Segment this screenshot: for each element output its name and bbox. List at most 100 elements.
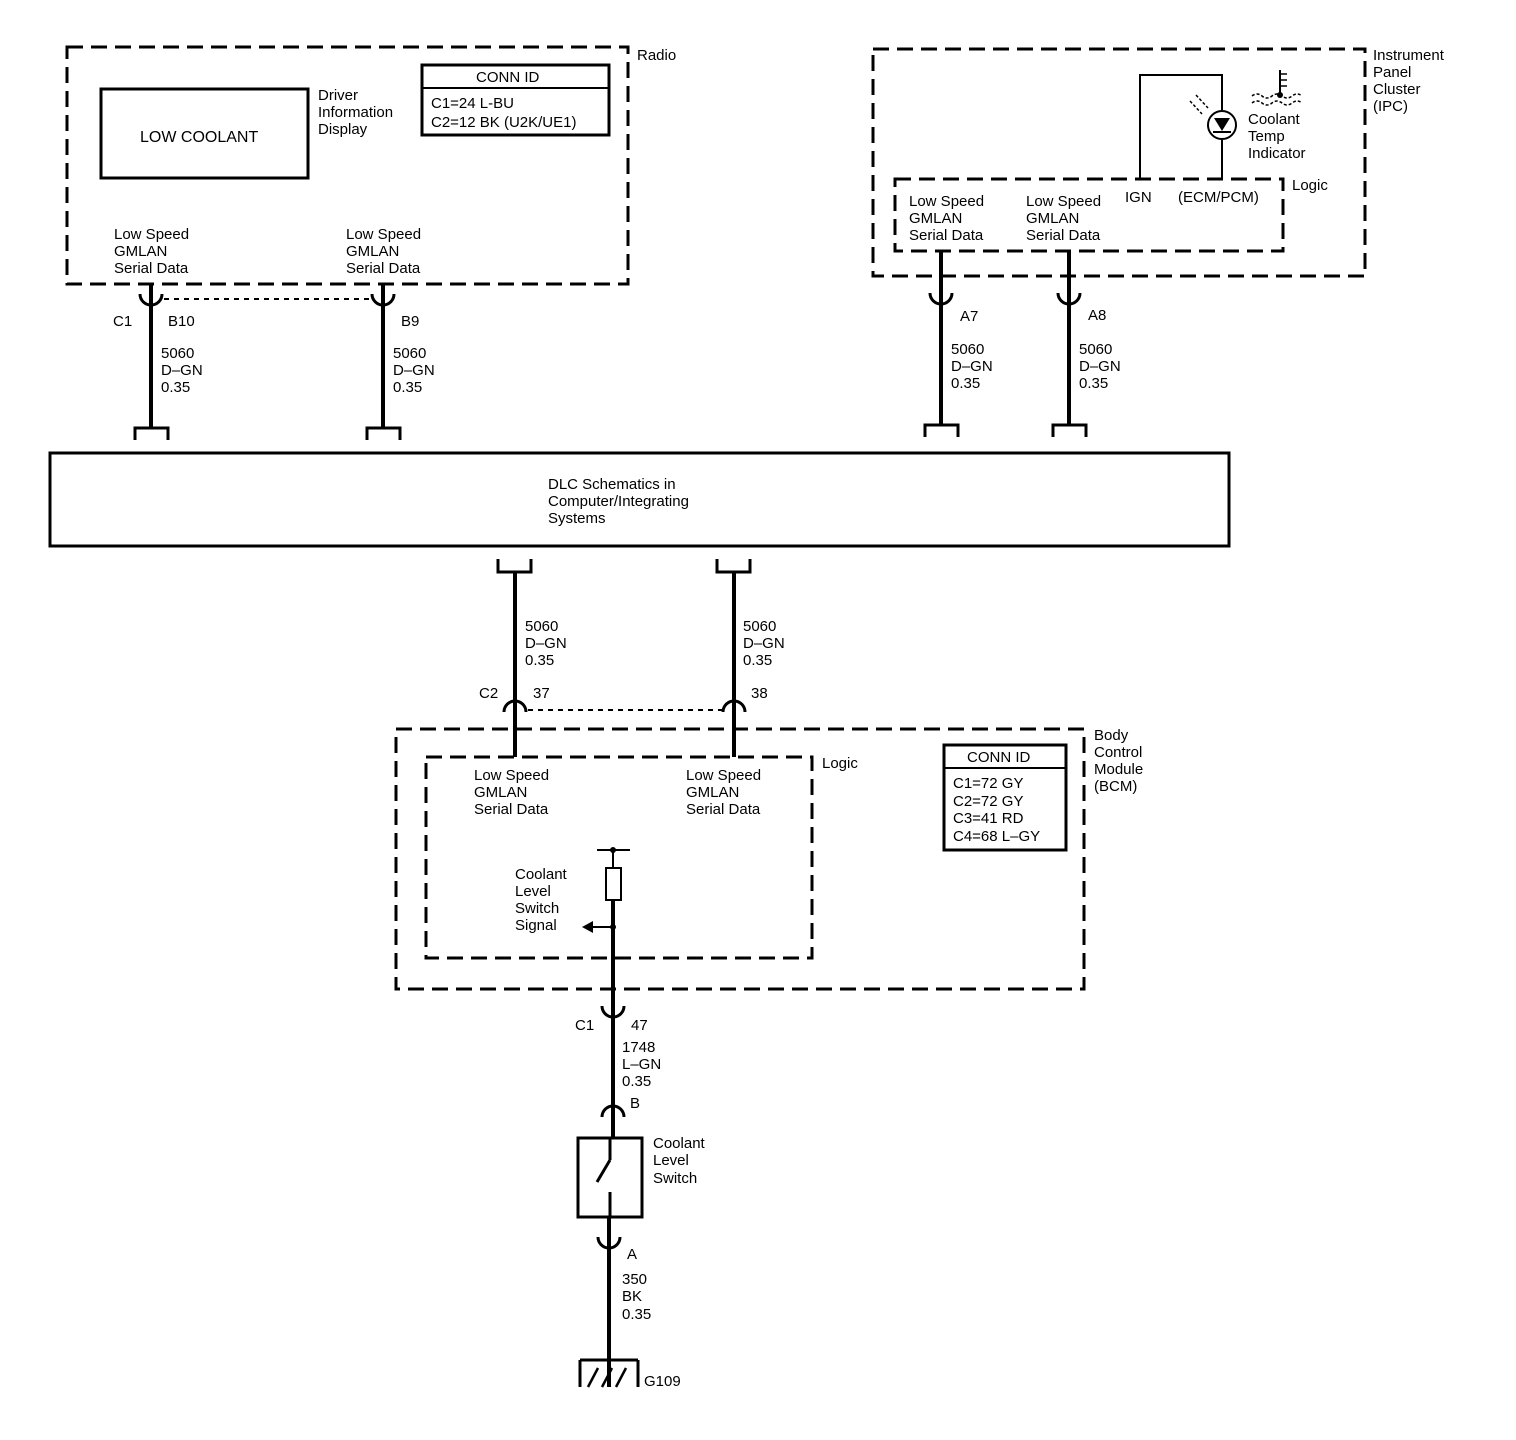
- wire-color: D–GN: [393, 362, 435, 379]
- radio-conn-id-table: CONN ID C1=24 L-BU C2=12 BK (U2K/UE1): [420, 63, 611, 137]
- wire-gauge: 0.35: [743, 652, 772, 669]
- radio-title: Radio: [637, 47, 676, 64]
- signal-arrow-icon: [582, 921, 613, 933]
- connector-id: C1: [575, 1017, 594, 1034]
- pin-label-line: GMLAN: [474, 784, 527, 801]
- pin-label-line: Low Speed: [114, 226, 189, 243]
- pin-label-line: Low Speed: [1026, 193, 1101, 210]
- pin-label-line: GMLAN: [1026, 210, 1079, 227]
- dlc-terminal: [923, 423, 960, 437]
- label-line: Coolant: [1248, 111, 1301, 128]
- ecm-label: (ECM/PCM): [1178, 189, 1259, 206]
- bcm-wire-right: 5060 D–GN 0.35 38: [715, 559, 785, 757]
- dic-label-line: Driver: [318, 87, 358, 104]
- ipc-pin-label-left: Low Speed GMLAN Serial Data: [909, 193, 984, 244]
- title-line: Body: [1094, 727, 1129, 744]
- connector-symbol: [600, 1104, 626, 1118]
- pin-label-line: GMLAN: [686, 784, 739, 801]
- dic-screen: [99, 87, 310, 180]
- ipc-wire-right: A8 5060 D–GN 0.35: [1051, 251, 1121, 437]
- pin-number: 38: [751, 685, 768, 702]
- ign-feed-line: [1139, 74, 1223, 178]
- indicator-label: Coolant Temp Indicator: [1248, 111, 1306, 162]
- title-line: Module: [1094, 761, 1143, 778]
- wire-gauge: 0.35: [622, 1073, 651, 1090]
- wire-color: D–GN: [161, 362, 203, 379]
- pin-label-line: Low Speed: [346, 226, 421, 243]
- switch-signal-wire: C1 47 1748 L–GN 0.35 B: [575, 989, 661, 1138]
- title-line: Instrument: [1373, 47, 1445, 64]
- pin-number: 47: [631, 1017, 648, 1034]
- pin-label-line: Serial Data: [474, 801, 549, 818]
- ipc-title: Instrument Panel Cluster (IPC): [1373, 47, 1445, 115]
- pin-number: A7: [960, 308, 978, 325]
- wire-gauge: 0.35: [525, 652, 554, 669]
- dlc-box: [48, 451, 1231, 548]
- ipc-pin-label-right: Low Speed GMLAN Serial Data: [1026, 193, 1101, 244]
- wire-color: D–GN: [951, 358, 993, 375]
- connector-symbol: [1056, 292, 1082, 306]
- bcm-module: Body Control Module (BCM) Logic Low Spee…: [394, 727, 1143, 1000]
- connector-symbol: [370, 293, 396, 307]
- temperature-icon: [1251, 70, 1303, 106]
- wire-circuit: 5060: [525, 618, 558, 635]
- label-line: Level: [653, 1152, 689, 1169]
- radio-wire-right: B9 5060 D–GN 0.35: [365, 284, 435, 440]
- pin-label-line: Low Speed: [474, 767, 549, 784]
- bcm-pin-label-left: Low Speed GMLAN Serial Data: [474, 767, 549, 818]
- conn-id-row: C4=68 L–GY: [953, 828, 1040, 845]
- connector-symbol: [600, 1005, 626, 1019]
- ground-symbol-icon: [578, 1358, 640, 1388]
- connector-symbol: [502, 699, 528, 713]
- dic-label-line: Display: [318, 121, 368, 138]
- bcm-conn-id-table: CONN ID C1=72 GY C2=72 GY C3=41 RD C4=68…: [942, 743, 1068, 852]
- conn-id-row: C1=24 L-BU: [431, 95, 514, 112]
- wire-color: L–GN: [622, 1056, 661, 1073]
- pin-label-line: Serial Data: [114, 260, 189, 277]
- wire-circuit: 5060: [951, 341, 984, 358]
- pin-label-line: Serial Data: [346, 260, 421, 277]
- bcm-title: Body Control Module (BCM): [1094, 727, 1143, 795]
- wire-circuit: 350: [622, 1271, 647, 1288]
- connector-id: C1: [113, 313, 132, 330]
- wire-circuit: 5060: [1079, 341, 1112, 358]
- wire-circuit: 5060: [743, 618, 776, 635]
- pin-number: B10: [168, 313, 195, 330]
- connector-symbol: [721, 699, 747, 713]
- ipc-boundary: [871, 47, 1367, 278]
- pin-number: B: [630, 1095, 640, 1112]
- bcm-logic-boundary: [424, 755, 814, 960]
- dic-label-line: Information: [318, 104, 393, 121]
- radio-pin-label-left: Low Speed GMLAN Serial Data: [114, 226, 189, 277]
- dic-label: Driver Information Display: [318, 87, 393, 138]
- title-line: (BCM): [1094, 778, 1137, 795]
- wire-color: BK: [622, 1288, 642, 1305]
- bcm-logic-label: Logic: [822, 755, 858, 772]
- bcm-signal-label: Coolant Level Switch Signal: [515, 866, 568, 934]
- ipc-logic-label: Logic: [1292, 177, 1328, 194]
- ipc-module: Instrument Panel Cluster (IPC) Logic: [871, 47, 1445, 278]
- wire-gauge: 0.35: [1079, 375, 1108, 392]
- conn-id-row: C2=72 GY: [953, 793, 1023, 810]
- pin-number: 37: [533, 685, 550, 702]
- pin-label-line: GMLAN: [114, 243, 167, 260]
- label-line: Indicator: [1248, 145, 1306, 162]
- pin-label-line: Serial Data: [909, 227, 984, 244]
- wire-color: D–GN: [525, 635, 567, 652]
- wire-gauge: 0.35: [622, 1306, 651, 1323]
- title-line: Panel: [1373, 64, 1411, 81]
- pin-label-line: Serial Data: [1026, 227, 1101, 244]
- wire-circuit: 5060: [393, 345, 426, 362]
- dlc-terminal: [365, 426, 402, 440]
- bcm-boundary: [394, 727, 1086, 991]
- pull-up-resistor-icon: [597, 847, 630, 1000]
- connector-symbol: [138, 293, 164, 307]
- bcm-pin-label-right: Low Speed GMLAN Serial Data: [686, 767, 761, 818]
- radio-module: Radio LOW COOLANT Driver Information Dis…: [65, 45, 676, 286]
- dic-screen-text: LOW COOLANT: [140, 129, 258, 146]
- pin-label-line: GMLAN: [346, 243, 399, 260]
- title-line: Control: [1094, 744, 1142, 761]
- wire-color: D–GN: [743, 635, 785, 652]
- label-line: Switch: [653, 1170, 697, 1187]
- conn-id-row: C3=41 RD: [953, 810, 1024, 827]
